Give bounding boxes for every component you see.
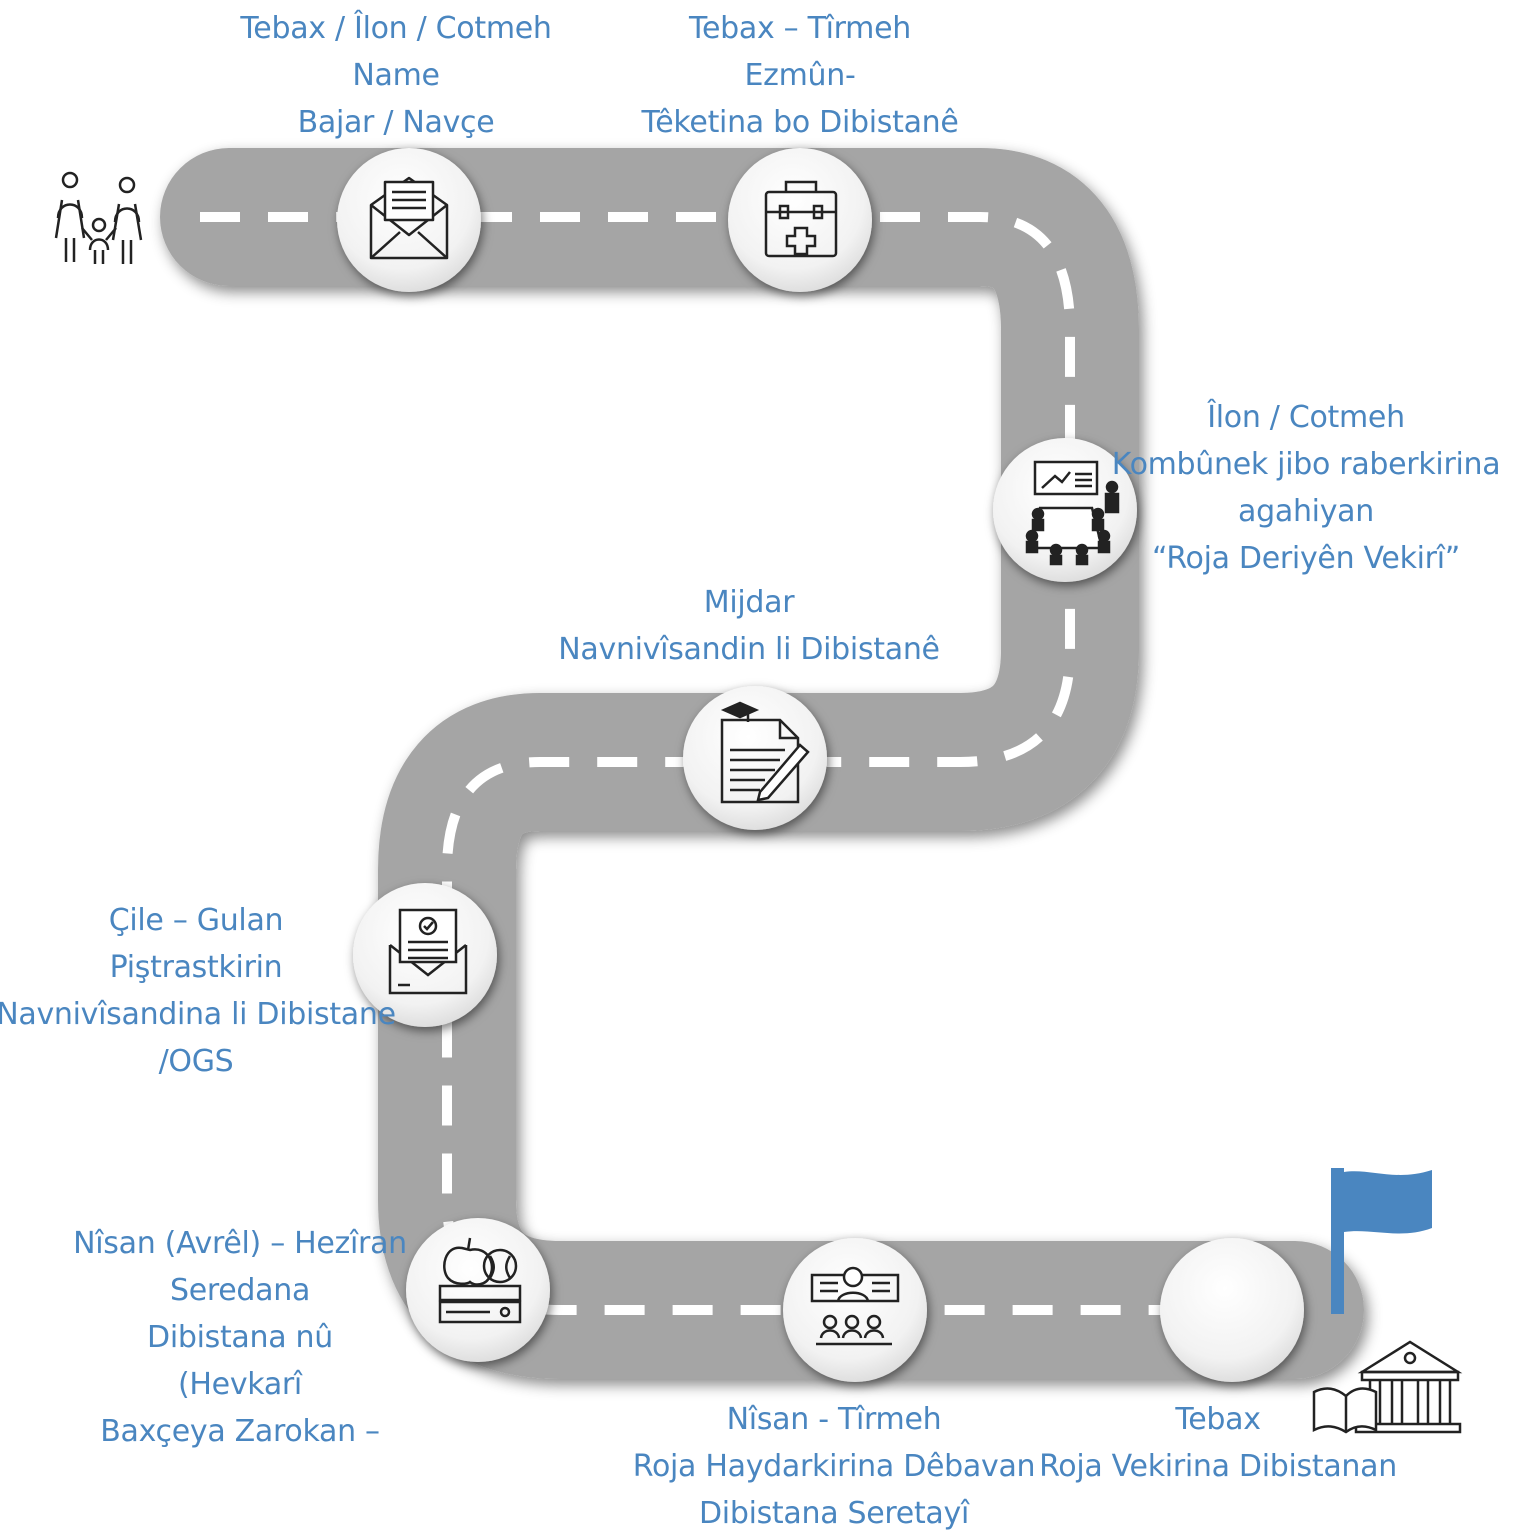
milestone-label-line: Name bbox=[352, 58, 440, 93]
milestone-label-line: Tebax – Tîrmeh bbox=[689, 11, 911, 46]
milestone-circle-6 bbox=[406, 1218, 550, 1362]
milestone-label-line: Dibistana Seretayî bbox=[698, 1496, 969, 1531]
milestone-circle-3 bbox=[993, 438, 1137, 582]
classroom-teacher-icon bbox=[810, 1266, 900, 1346]
milestone-label-line: Navnivîsandin li Dibistanê bbox=[558, 632, 940, 667]
milestone-label-line: Ezmûn- bbox=[744, 58, 856, 93]
milestone-label-line: Baxçeya Zarokan – bbox=[100, 1414, 380, 1449]
milestone-label-line: Seredana bbox=[169, 1273, 311, 1308]
milestone-circle-4 bbox=[683, 686, 827, 830]
milestone-label-line: /OGS bbox=[158, 1044, 234, 1079]
milestone-label-line: Nîsan (Avrêl) – Hezîran bbox=[73, 1226, 407, 1261]
milestone-label-line: Têketina bo Dibistanê bbox=[641, 105, 959, 140]
milestone-circle-2 bbox=[728, 148, 872, 292]
meeting-presentation-icon bbox=[1025, 460, 1120, 566]
milestone-label-line: Bajar / Navçe bbox=[297, 105, 495, 140]
milestone-label-line: Dibistana nû bbox=[147, 1320, 333, 1355]
registration-document-icon bbox=[720, 701, 810, 804]
finish-flag-icon bbox=[1331, 1168, 1432, 1314]
milestone-circle-8 bbox=[1160, 1238, 1304, 1382]
milestone-label-line: agahiyan bbox=[1238, 494, 1374, 529]
milestone-label-line: Çile – Gulan bbox=[108, 903, 284, 938]
milestone-label-line: Piştrastkirin bbox=[109, 950, 283, 985]
milestone-circle-1 bbox=[337, 148, 481, 292]
milestone-label-line: “Roja Deriyên Vekirî” bbox=[1152, 541, 1460, 576]
milestone-circle-7 bbox=[783, 1238, 927, 1382]
milestone-label-line: Mijdar bbox=[703, 585, 795, 620]
approved-mail-icon bbox=[388, 908, 468, 995]
milestone-label-line: Roja Haydarkirina Dêbavan bbox=[632, 1449, 1036, 1484]
school-supplies-icon bbox=[438, 1237, 522, 1324]
envelope-letter-icon bbox=[369, 176, 449, 260]
milestone-circle-5 bbox=[353, 883, 497, 1027]
milestone-label-line: Kombûnek jibo raberkirina bbox=[1111, 447, 1501, 482]
milestone-label-line: Nîsan - Tîrmeh bbox=[726, 1402, 942, 1437]
milestone-label-line: Tebax / Îlon / Cotmeh bbox=[240, 11, 552, 46]
school-building-icon bbox=[1312, 1340, 1463, 1434]
milestone-label-line: Navnivîsandina li Dibistane bbox=[0, 997, 396, 1032]
milestone-label-line: Roja Vekirina Dibistanan bbox=[1039, 1449, 1397, 1484]
milestone-label-line: Îlon / Cotmeh bbox=[1207, 400, 1405, 435]
family-icon bbox=[54, 171, 143, 264]
medical-kit-icon bbox=[764, 180, 838, 258]
milestone-label-line: (Hevkarî bbox=[178, 1367, 302, 1402]
milestone-label-line: Tebax bbox=[1175, 1402, 1261, 1437]
